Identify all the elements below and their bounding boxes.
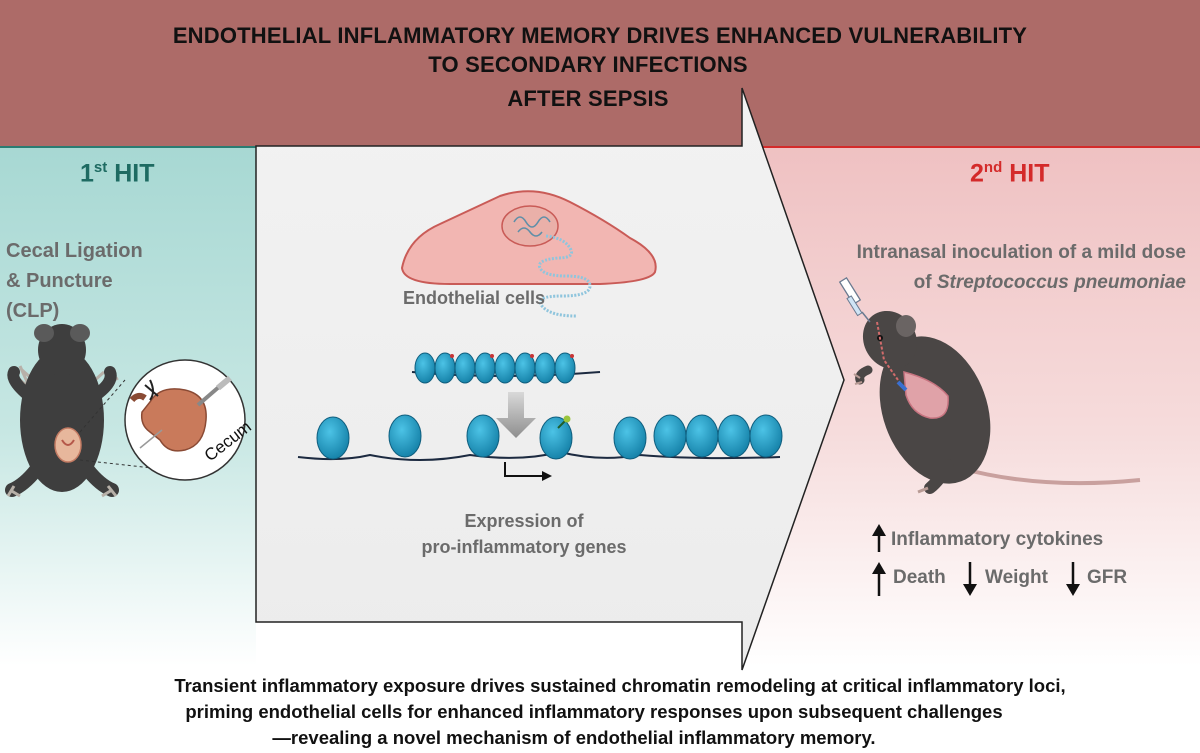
inoculation-label: Intranasal inoculation of a mild dose of…: [800, 238, 1186, 298]
pipette-icon: [838, 276, 871, 323]
inoculation-label-line-1: Intranasal inoculation of a mild dose: [856, 242, 1186, 263]
endothelial-cell-illustration: [400, 190, 657, 318]
title-line-2: TO SECONDARY INFECTIONS: [428, 52, 748, 77]
second-hit-ordinal: nd: [983, 159, 1003, 176]
cecum-inset: Cecum: [124, 359, 255, 481]
conclusion-line-3: —revealing a novel mechanism of endothel…: [272, 727, 876, 748]
outcome-death: Death: [893, 567, 946, 588]
open-chromatin-illustration: [297, 414, 783, 481]
clp-label-line-3: (CLP): [6, 300, 60, 322]
cytokines-up-arrow-icon: [872, 524, 886, 552]
second-hit-word: HIT: [1009, 159, 1050, 188]
second-hit-number: 2: [970, 159, 984, 188]
first-hit-word: HIT: [114, 159, 155, 188]
outcome-weight: Weight: [985, 567, 1048, 588]
clp-label: Cecal Ligation & Puncture (CLP): [6, 236, 143, 326]
outcome-gfr: GFR: [1087, 567, 1128, 588]
infected-mouse-illustration: [838, 276, 1141, 494]
first-hit-heading: 1st HIT: [80, 159, 154, 188]
clp-mouse-illustration: [5, 324, 171, 498]
weight-down-arrow-icon: [963, 562, 977, 596]
second-hit-heading: 2nd HIT: [970, 159, 1049, 188]
title-banner: [0, 0, 1200, 146]
gfr-down-arrow-icon: [1066, 562, 1080, 596]
first-hit-number: 1: [80, 159, 94, 188]
death-up-arrow-icon: [872, 562, 886, 596]
first-hit-ordinal: st: [93, 159, 108, 176]
closed-chromatin-illustration: [411, 352, 601, 384]
clp-label-line-1: Cecal Ligation: [6, 240, 143, 262]
conclusion-line-2: priming endothelial cells for enhanced i…: [185, 701, 1003, 722]
title-line-3: AFTER SEPSIS: [507, 86, 669, 111]
outcome-arrows: [872, 524, 1080, 596]
expression-label: Expression of pro-inflammatory genes: [404, 508, 644, 560]
clp-label-line-2: & Puncture: [6, 270, 113, 292]
expression-label-line-1: Expression of: [464, 511, 584, 531]
title-line-1: ENDOTHELIAL INFLAMMATORY MEMORY DRIVES E…: [172, 23, 1028, 48]
conclusion-line-1: Transient inflammatory exposure drives s…: [174, 675, 1066, 696]
pathogen-name: Streptococcus pneumoniae: [936, 272, 1186, 293]
endothelial-cells-label: Endothelial cells: [403, 288, 546, 308]
outcome-cytokines: Inflammatory cytokines: [891, 529, 1104, 550]
expression-label-line-2: pro-inflammatory genes: [421, 537, 627, 557]
remodeling-arrow-icon: [496, 392, 536, 438]
inoculation-label-line-2: of Streptococcus pneumoniae: [913, 272, 1186, 293]
